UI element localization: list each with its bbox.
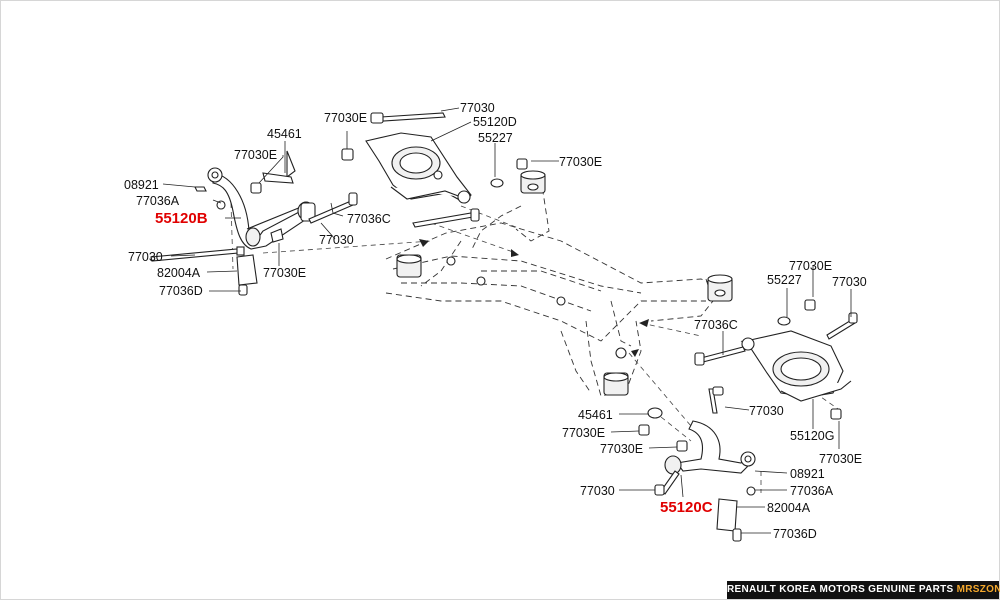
label-77030e-top-left[interactable]: 77030E: [234, 148, 277, 162]
label-77030e-lower-1[interactable]: 77030E: [562, 426, 605, 440]
label-77036d-lower[interactable]: 77036D: [773, 527, 817, 541]
footer-text: RENAULT KOREA MOTORS GENUINE PARTS: [727, 584, 954, 595]
label-55120g[interactable]: 55120G: [790, 429, 834, 443]
label-55120b-highlight[interactable]: 55120B: [155, 210, 208, 227]
footer-brand: MRSZONE: [956, 584, 1000, 595]
label-77036a-lower[interactable]: 77036A: [790, 484, 834, 498]
label-55120c-highlight[interactable]: 55120C: [660, 499, 713, 516]
label-55227-top[interactable]: 55227: [478, 131, 513, 145]
label-77030-lower-right[interactable]: 77030: [749, 404, 784, 418]
label-77036d-left[interactable]: 77036D: [159, 284, 203, 298]
label-82004a-lower[interactable]: 82004A: [767, 501, 811, 515]
lower-front-arm: [638, 386, 756, 542]
label-77030-left-mid[interactable]: 77030: [319, 233, 354, 247]
label-77030e-lower-2[interactable]: 77030E: [600, 442, 643, 456]
label-77030e-right-top[interactable]: 77030E: [789, 259, 832, 273]
part-labels: 45461 77030E 08921 77036A 55120B 77030 8…: [124, 101, 867, 541]
label-08921-left[interactable]: 08921: [124, 178, 159, 192]
subframe-bushings: [396, 170, 733, 396]
label-08921-lower[interactable]: 08921: [790, 467, 825, 481]
label-77030e-lower-right[interactable]: 77030E: [819, 452, 862, 466]
label-55227-right[interactable]: 55227: [767, 273, 802, 287]
watermark-footer: RENAULT KOREA MOTORS GENUINE PARTS MRSZO…: [727, 581, 1000, 599]
label-leader-lines: [162, 107, 852, 534]
label-77036c-left[interactable]: 77036C: [347, 212, 391, 226]
label-82004a-left[interactable]: 82004A: [157, 266, 201, 280]
direction-arrows: [419, 239, 649, 357]
label-77030e-top-right[interactable]: 77030E: [559, 155, 602, 169]
right-upper-arm: [694, 299, 858, 420]
label-77030-top-bolt[interactable]: 77030: [460, 101, 495, 115]
label-45461-lower[interactable]: 45461: [578, 408, 613, 422]
label-77030-right[interactable]: 77030: [832, 275, 867, 289]
label-77030-left-bolt[interactable]: 77030: [128, 250, 163, 264]
label-77036a-left[interactable]: 77036A: [136, 194, 180, 208]
label-55120d[interactable]: 55120D: [473, 115, 517, 129]
label-45461-top[interactable]: 45461: [267, 127, 302, 141]
label-77036c-right[interactable]: 77036C: [694, 318, 738, 332]
label-77030e-left-nut[interactable]: 77030E: [263, 266, 306, 280]
subframe-outline: [385, 178, 722, 397]
label-77030-lower-bolt[interactable]: 77030: [580, 484, 615, 498]
label-77030e-top-arm[interactable]: 77030E: [324, 111, 367, 125]
upper-arm: [341, 112, 528, 228]
left-lower-arm: [207, 167, 316, 250]
